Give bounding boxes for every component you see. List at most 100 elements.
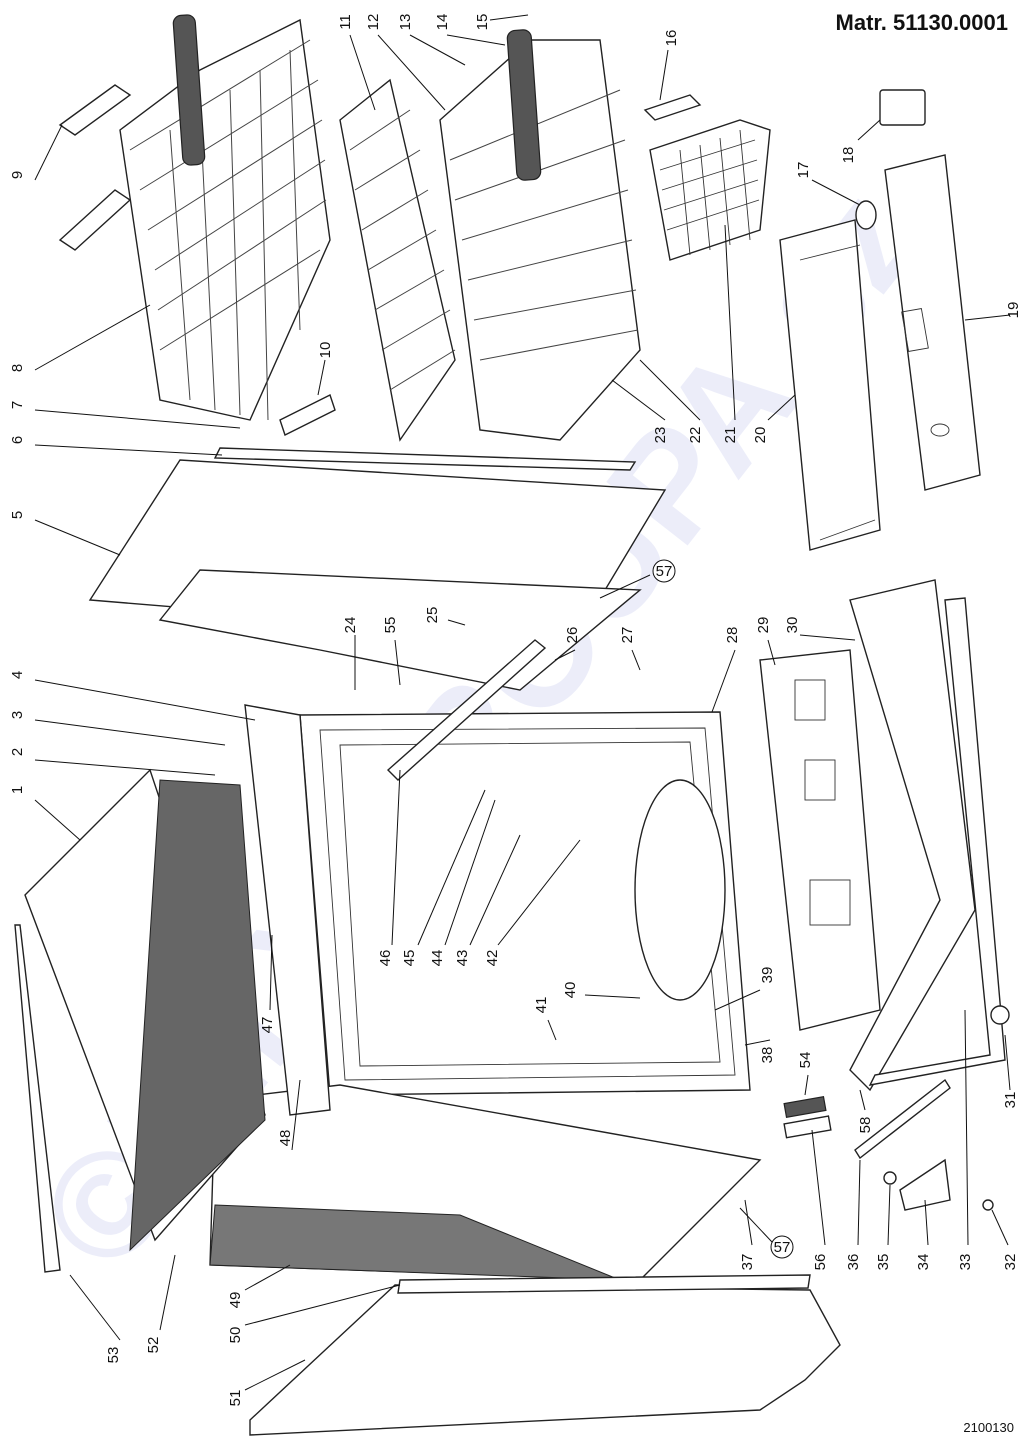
callout-label-7: 7 (9, 401, 26, 409)
callout-leader-5 (34, 519, 121, 556)
callout-label-2: 2 (9, 748, 26, 756)
callout-leader-42 (497, 839, 581, 946)
callout-label-22: 22 (687, 427, 704, 444)
callout-label-57: 57 (656, 563, 673, 580)
callout-leader-55 (394, 639, 401, 686)
callout-leader-16 (659, 49, 669, 101)
callout-label-20: 20 (752, 427, 769, 444)
callout-label-35: 35 (875, 1254, 892, 1271)
callout-label-58: 58 (857, 1117, 874, 1134)
callout-leader-15 (489, 14, 529, 21)
callout-leader-51 (244, 1359, 306, 1391)
callout-leader-58 (859, 1089, 866, 1111)
small-parts-bottom (783, 1005, 1010, 1211)
tub-body (158, 569, 762, 1281)
callout-leader-48 (291, 1079, 301, 1151)
callout-leader-11 (349, 34, 376, 111)
callout-leader-33 (964, 1009, 969, 1246)
callout-leader-43 (469, 834, 521, 946)
callout-leader-49 (244, 1264, 291, 1291)
model-number-title: Matr. 51130.0001 (835, 10, 1008, 35)
callout-leader-9 (34, 124, 63, 181)
callout-leader-30 (799, 634, 856, 641)
callout-leader-39 (714, 989, 761, 1011)
upper-basket-left (119, 14, 331, 421)
callout-label-53: 53 (105, 1347, 122, 1364)
callout-label-10: 10 (317, 342, 334, 359)
callout-label-16: 16 (663, 30, 680, 47)
callout-leader-31 (1004, 1034, 1011, 1091)
callout-leader-28 (711, 649, 736, 713)
callout-leader-40 (584, 994, 641, 999)
callout-leader-26 (554, 649, 576, 661)
callout-leader-21 (724, 224, 736, 421)
callout-label-38: 38 (759, 1047, 776, 1064)
rear-frame (759, 579, 1006, 1092)
callout-leader-47 (269, 934, 273, 1011)
callout-label-19: 19 (1005, 302, 1022, 319)
callout-leader-34 (924, 1199, 929, 1246)
callout-leader-57 (599, 574, 651, 599)
callout-label-18: 18 (840, 147, 857, 164)
callout-leader-50 (244, 1284, 401, 1326)
callout-label-50: 50 (227, 1327, 244, 1344)
callout-leader-35 (887, 1184, 891, 1246)
callout-label-26: 26 (564, 627, 581, 644)
callout-label-27: 27 (619, 627, 636, 644)
callout-label-1: 1 (9, 786, 26, 794)
callout-circle-57 (770, 1235, 794, 1259)
callout-label-55: 55 (382, 617, 399, 634)
callout-label-24: 24 (342, 617, 359, 634)
callout-circle-57 (652, 559, 676, 583)
callout-leader-4 (34, 679, 256, 721)
callout-leader-22 (639, 359, 701, 421)
callout-label-57: 57 (774, 1239, 791, 1256)
callout-leader-25 (447, 619, 466, 626)
callout-leader-53 (69, 1274, 121, 1341)
callout-label-49: 49 (227, 1292, 244, 1309)
callout-leader-45 (417, 789, 486, 946)
callout-leader-41 (547, 1019, 557, 1041)
callout-label-46: 46 (377, 950, 394, 967)
callout-label-52: 52 (145, 1337, 162, 1354)
callout-leader-7 (34, 409, 241, 429)
callout-leader-12 (377, 34, 446, 111)
callout-leader-13 (409, 34, 466, 66)
callout-label-11: 11 (337, 14, 354, 30)
callout-leader-36 (857, 1159, 861, 1246)
callout-leader-6 (34, 444, 223, 456)
cutlery-shelf-9 (58, 84, 132, 251)
callout-label-13: 13 (397, 14, 414, 31)
callout-label-33: 33 (957, 1254, 974, 1271)
callout-leader-29 (767, 639, 776, 666)
callout-label-56: 56 (812, 1254, 829, 1271)
callout-leader-20 (767, 394, 796, 421)
callout-leader-10 (317, 359, 326, 396)
callout-leader-54 (804, 1074, 809, 1096)
callout-label-28: 28 (724, 627, 741, 644)
side-panel-19 (884, 154, 981, 491)
callout-label-5: 5 (9, 511, 26, 519)
cutlery-basket-21 (643, 94, 771, 261)
callout-leader-18 (857, 119, 881, 141)
callout-leader-27 (631, 649, 641, 671)
callout-label-23: 23 (652, 427, 669, 444)
callout-label-14: 14 (434, 14, 451, 31)
drawing-code: 2100130 (963, 1420, 1014, 1435)
callout-label-8: 8 (9, 364, 26, 372)
side-panel-20 (779, 219, 881, 551)
callout-label-32: 32 (1002, 1254, 1019, 1271)
callout-label-6: 6 (9, 436, 26, 444)
callout-leader-14 (446, 34, 506, 46)
small-parts-top (279, 89, 926, 436)
callout-leader-37 (744, 1199, 753, 1246)
callout-label-45: 45 (401, 950, 418, 967)
callout-label-4: 4 (9, 671, 26, 679)
callout-label-40: 40 (562, 982, 579, 999)
callout-label-48: 48 (277, 1130, 294, 1147)
door-panels (14, 704, 331, 1273)
callout-leader-57 (739, 1207, 773, 1243)
